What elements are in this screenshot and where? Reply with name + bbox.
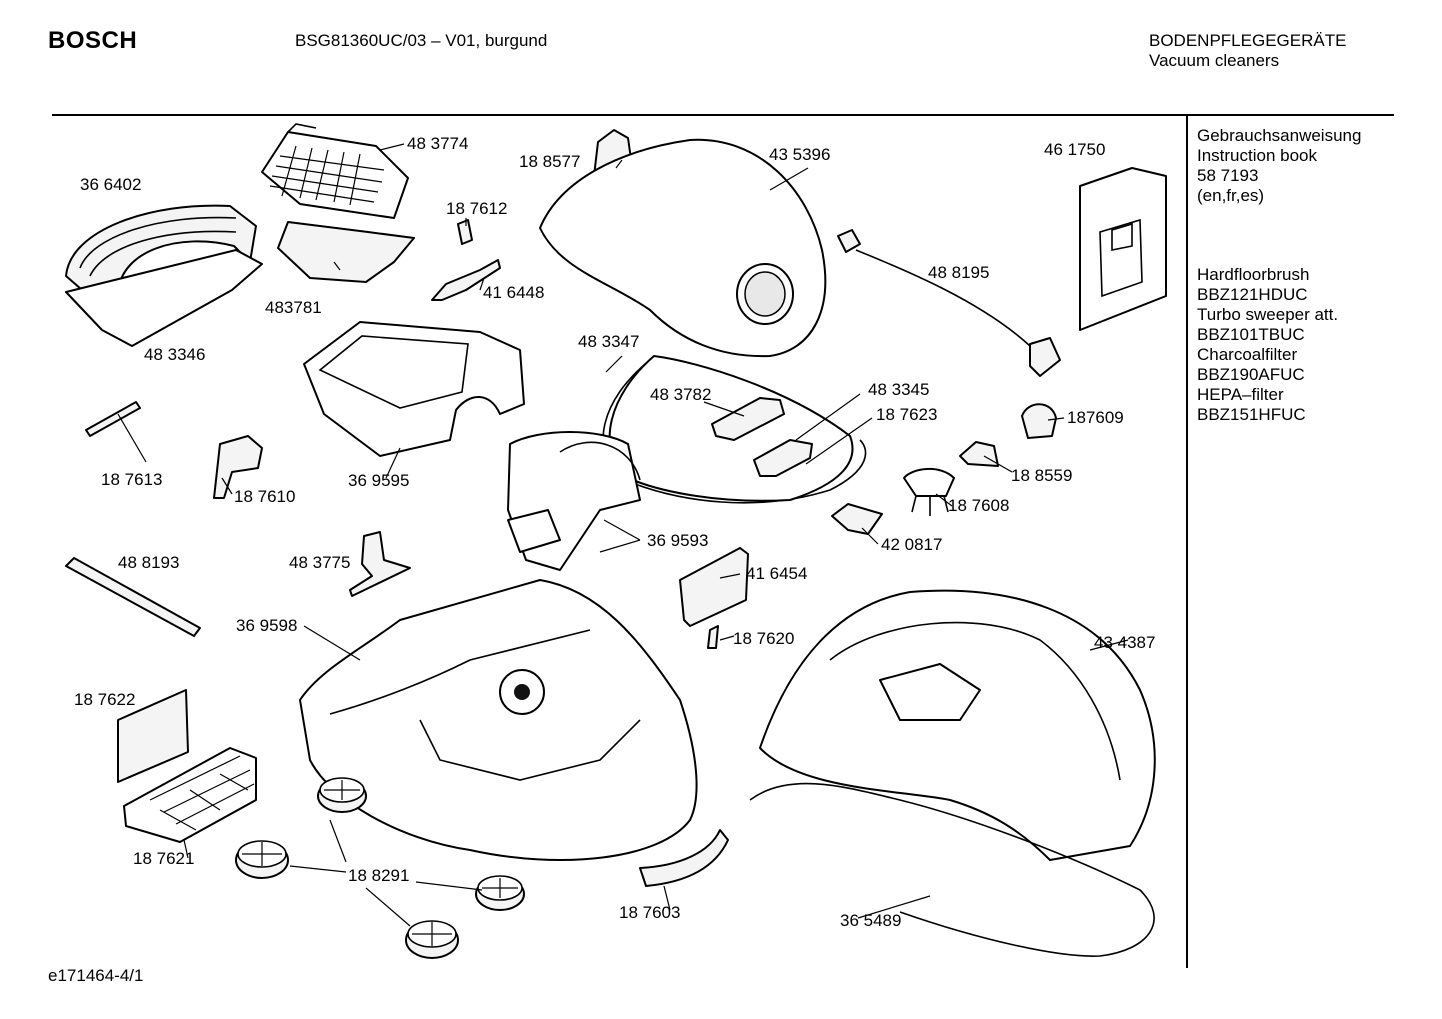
latch-part	[711, 397, 785, 441]
sidebar-accessories: Hardfloorbrush BBZ121HDUC Turbo sweeper …	[1197, 265, 1338, 425]
cable-part	[837, 229, 1061, 377]
sidebar-line: 58 7193	[1197, 166, 1259, 185]
part-label: 36 9595	[348, 471, 410, 490]
hepa-filter-part	[261, 123, 409, 219]
sidebar-line: BBZ101TBUC	[1197, 325, 1305, 344]
sidebar-line: HEPA–filter	[1197, 385, 1284, 404]
wheel-part	[405, 920, 459, 959]
part-label: 18 7608	[948, 496, 1010, 515]
bracket-part	[959, 441, 999, 467]
filter-pad-part	[277, 221, 415, 283]
part-label: 48 3347	[578, 332, 640, 351]
part-label: 36 9598	[236, 616, 298, 635]
category-en: Vacuum cleaners	[1149, 51, 1280, 70]
wheel-part	[317, 777, 367, 813]
wheel-part	[235, 840, 289, 879]
part-label: 48 3774	[407, 134, 469, 153]
part-label: 18 8577	[519, 152, 581, 171]
top-cover-part	[539, 138, 827, 358]
part-label: 18 7610	[234, 487, 296, 506]
flap-part	[65, 249, 263, 347]
part-label: 46 1750	[1044, 140, 1106, 159]
sidebar-line: BBZ151HFUC	[1197, 405, 1306, 424]
hook-part	[213, 435, 263, 499]
rod-part	[65, 557, 201, 637]
motor-housing-part	[507, 431, 641, 571]
part-label: 41 6448	[483, 283, 545, 302]
part-label: 18 7622	[74, 690, 136, 709]
part-label: 48 8195	[928, 263, 990, 282]
part-label: 36 5489	[840, 911, 902, 930]
sidebar-line: (en,fr,es)	[1197, 186, 1265, 205]
gasket-part	[602, 359, 867, 504]
part-label: 483781	[265, 298, 322, 317]
part-label: 18 7621	[133, 849, 195, 868]
part-label: 43 5396	[769, 145, 831, 164]
category-block: BODENPFLEGEGERÄTE Vacuum cleaners	[1149, 31, 1346, 71]
part-label: 18 8559	[1011, 466, 1073, 485]
sidebar-manual: Gebrauchsanweisung Instruction book 58 7…	[1197, 126, 1361, 206]
grid-filter-part	[123, 747, 257, 843]
cover-plate-part	[831, 503, 883, 535]
lever-part	[679, 547, 749, 627]
foam-filter-part	[117, 689, 189, 783]
stand-part	[349, 531, 411, 597]
part-label: 18 7613	[101, 470, 163, 489]
model-title: BSG81360UC/03 – V01, burgund	[295, 31, 548, 50]
part-label: 187609	[1067, 408, 1124, 427]
part-label: 43 4387	[1094, 633, 1156, 652]
category-de: BODENPFLEGEGERÄTE	[1149, 31, 1347, 50]
part-label: 48 3346	[144, 345, 206, 364]
sidebar-line: BBZ121HDUC	[1197, 285, 1308, 304]
header-rule	[52, 114, 1394, 116]
filter-housing-part	[303, 321, 525, 457]
lower-housing-part	[759, 589, 1156, 861]
small-clip-part	[707, 625, 719, 649]
base-housing-part	[299, 579, 698, 861]
release-part	[753, 439, 813, 477]
bumper-part	[749, 782, 1155, 957]
leader-lines	[117, 143, 1129, 927]
sidebar-line: Hardfloorbrush	[1197, 265, 1310, 284]
wheel-part	[475, 875, 525, 911]
part-label: 48 3782	[650, 385, 712, 404]
pin-part	[85, 401, 141, 437]
part-label: 18 8291	[348, 866, 410, 885]
part-label: 36 9593	[647, 531, 709, 550]
brand-logo: BOSCH	[48, 27, 138, 54]
part-label: 41 6454	[746, 564, 808, 583]
sidebar-line: BBZ190AFUC	[1197, 365, 1305, 384]
sidebar-divider	[1186, 114, 1188, 968]
grille-part	[903, 468, 955, 516]
part-label: 18 7603	[619, 903, 681, 922]
sidebar-line: Turbo sweeper att.	[1197, 305, 1339, 324]
clip-small-part	[457, 219, 473, 245]
sidebar-line: Charcoalfilter	[1197, 345, 1298, 364]
part-label: 48 8193	[118, 553, 180, 572]
part-label: 18 7620	[733, 629, 795, 648]
part-label: 48 3775	[289, 553, 351, 572]
trim-part	[639, 829, 729, 887]
knob-part	[1021, 403, 1057, 439]
part-label: 36 6402	[80, 175, 142, 194]
sidebar-line: Instruction book	[1197, 146, 1318, 165]
spring-part	[431, 259, 501, 301]
part-label: 48 3345	[868, 380, 930, 399]
sidebar-line: Gebrauchsanweisung	[1197, 126, 1362, 145]
part-label: 18 7623	[876, 405, 938, 424]
part-label: 42 0817	[881, 535, 943, 554]
dust-bag-part	[1079, 167, 1167, 331]
document-code: e171464-4/1	[48, 966, 144, 985]
part-label: 18 7612	[446, 199, 508, 218]
